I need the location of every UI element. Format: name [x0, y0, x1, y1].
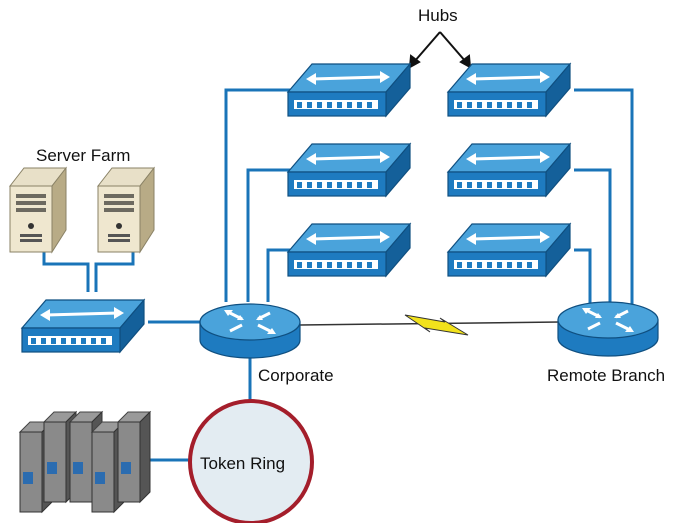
link-remote-hub-low: [574, 250, 590, 308]
link-server1-switch: [44, 252, 88, 292]
router-icon: [200, 304, 300, 358]
hubs-label: Hubs: [418, 6, 458, 26]
hub-icon: [288, 144, 410, 196]
hub-icon: [288, 64, 410, 116]
server-farm-label: Server Farm: [36, 146, 130, 166]
remote-branch-label: Remote Branch: [547, 366, 665, 386]
link-server2-switch: [96, 252, 133, 292]
server-icon: [98, 168, 154, 252]
arrow-icon: [410, 32, 470, 67]
hub-icon: [448, 144, 570, 196]
hub-icon: [288, 224, 410, 276]
link-remote-hub-top: [574, 90, 632, 318]
mainframe-icon: [20, 412, 150, 512]
router-icon: [558, 302, 658, 356]
hub-icon: [448, 224, 570, 276]
token-ring-label: Token Ring: [200, 454, 285, 474]
switch-icon: [22, 300, 144, 352]
corporate-label: Corporate: [258, 366, 334, 386]
link-corporate-hub-top: [226, 90, 290, 302]
wan-lightning-icon: [405, 315, 468, 335]
link-corporate-hub-low: [268, 250, 290, 302]
hub-icon: [448, 64, 570, 116]
link-remote-hub-mid: [574, 170, 610, 312]
server-icon: [10, 168, 66, 252]
